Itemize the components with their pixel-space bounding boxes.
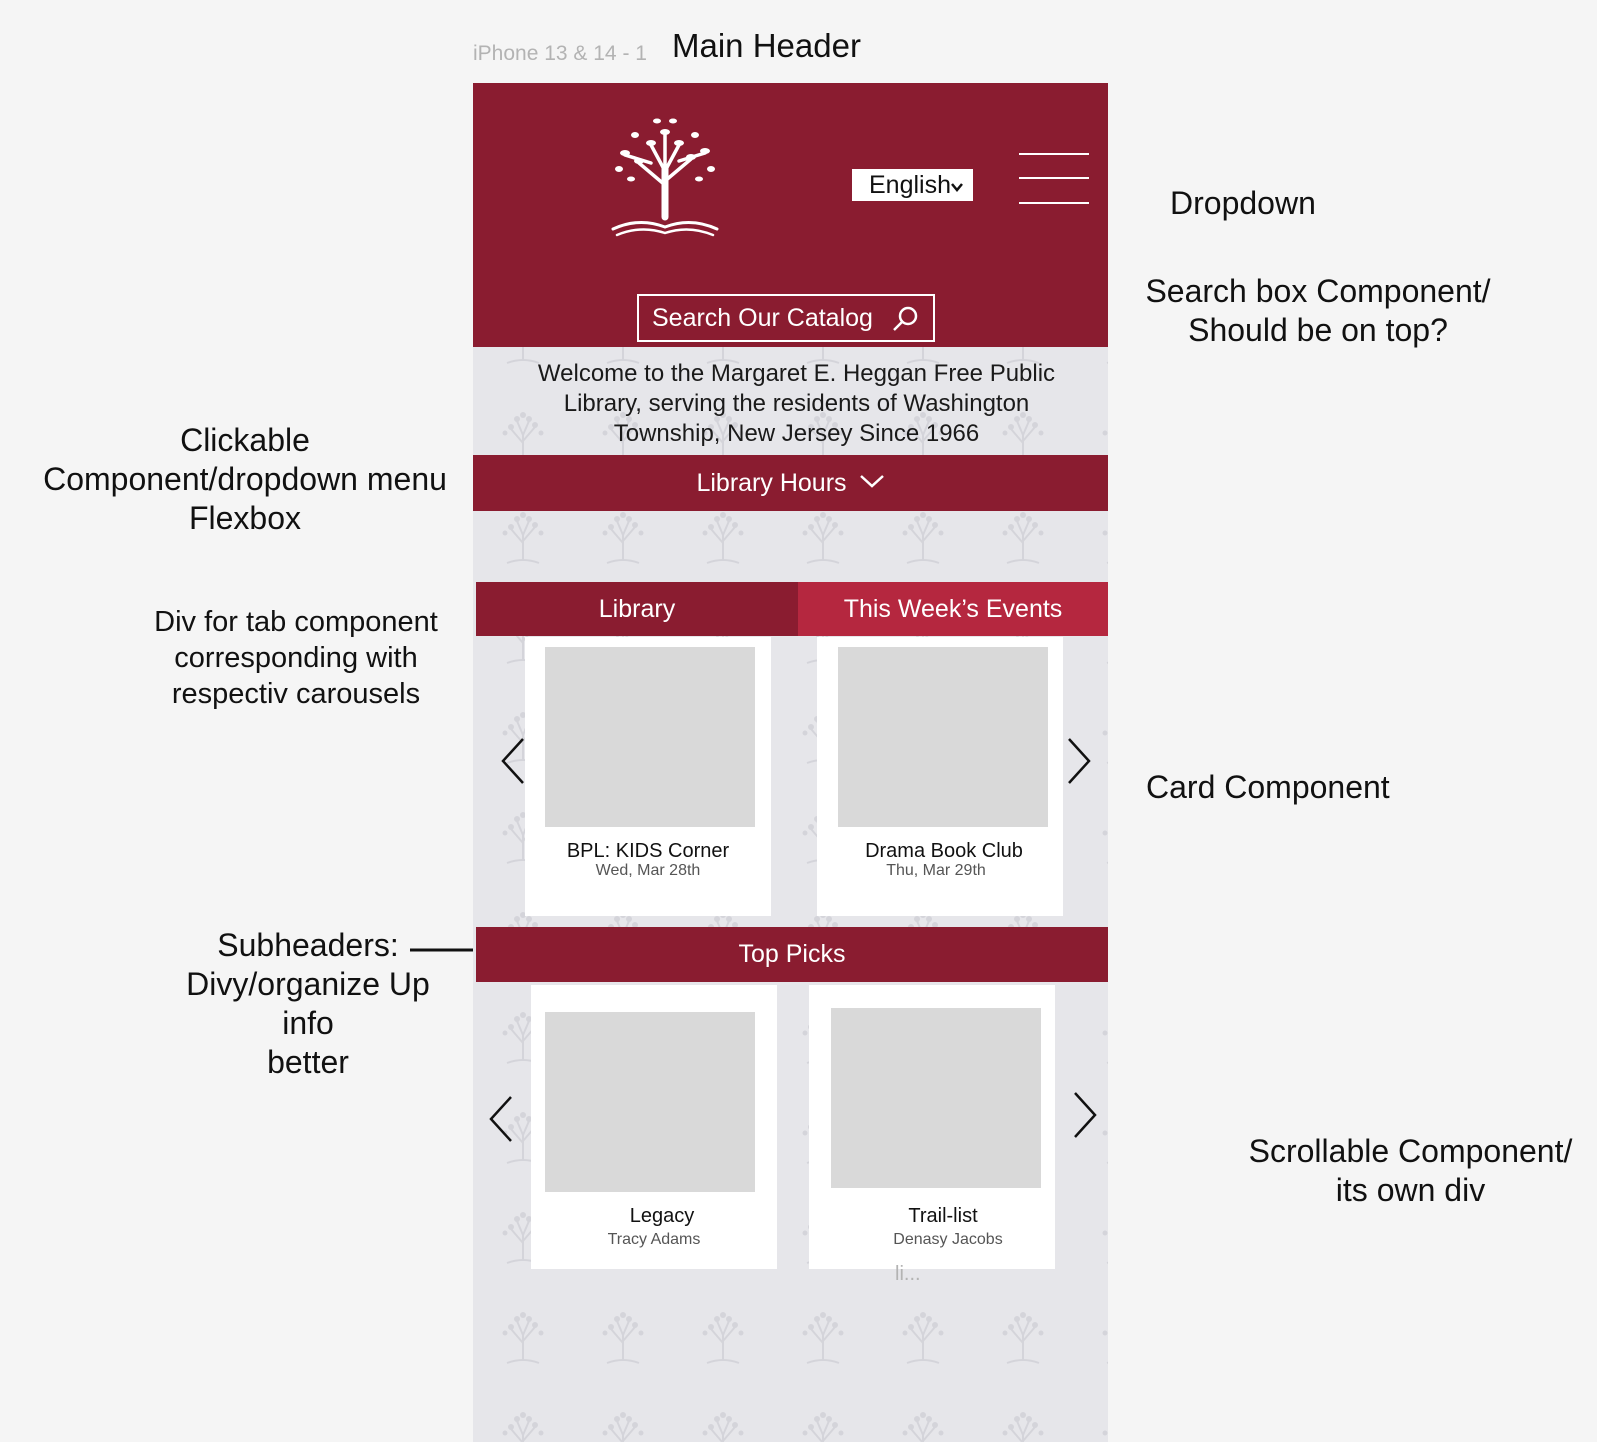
tab-bar: Library This Week’s Events	[476, 582, 1108, 636]
annotation-main-header: Main Header	[672, 27, 861, 64]
chevron-down-icon	[951, 183, 963, 192]
menu-line	[1019, 202, 1089, 204]
book-cover	[831, 1008, 1041, 1188]
search-label: Search Our Catalog	[652, 304, 873, 332]
annotation-search-box: Search box Component/Should be on top?	[1145, 273, 1491, 349]
book-author: Denasy Jacobs	[893, 1231, 1003, 1248]
book-card[interactable]: Trail-list Denasy Jacobs	[809, 985, 1055, 1269]
event-card[interactable]: BPL: KIDS Corner Wed, Mar 28th	[525, 637, 771, 916]
menu-line	[1019, 153, 1089, 155]
tree-book-logo-icon[interactable]	[595, 105, 735, 245]
annotation-dropdown: Dropdown	[1170, 185, 1316, 221]
event-date: Wed, Mar 28th	[595, 862, 701, 879]
welcome-text: Welcome to the Margaret E. Heggan Free P…	[537, 360, 1056, 447]
tab-events[interactable]: This Week’s Events	[798, 582, 1108, 636]
annotation-card-component: Card Component	[1146, 769, 1390, 805]
book-cover	[545, 1012, 755, 1192]
carousel-prev-icon[interactable]	[499, 735, 527, 787]
annotation-scrollable: Scrollable Component/its own div	[1248, 1133, 1573, 1209]
book-author: Tracy Adams	[607, 1231, 701, 1248]
frame-label: iPhone 13 & 14 - 1	[473, 42, 647, 65]
book-title: Trail-list	[908, 1205, 978, 1227]
carousel-prev-icon[interactable]	[487, 1093, 515, 1145]
event-card[interactable]: Drama Book Club Thu, Mar 29th	[817, 637, 1063, 916]
book-title: Legacy	[629, 1205, 695, 1227]
search-icon	[893, 306, 918, 331]
menu-line	[1019, 177, 1089, 179]
language-label: English	[869, 171, 951, 199]
language-dropdown[interactable]: English	[852, 169, 973, 201]
truncated-text: li...	[895, 1263, 921, 1285]
tab-library[interactable]: Library	[476, 582, 798, 636]
carousel-next-icon[interactable]	[1071, 1089, 1099, 1141]
phone-frame: English Search Our Catalog Welcome to th…	[473, 83, 1108, 1442]
carousel-next-icon[interactable]	[1065, 735, 1093, 787]
top-picks-subheader: Top Picks	[476, 927, 1108, 982]
hamburger-menu-icon[interactable]	[1019, 153, 1089, 207]
chevron-down-icon	[859, 475, 884, 489]
event-image	[838, 647, 1048, 827]
event-date: Thu, Mar 29th	[886, 862, 986, 879]
catalog-search-box[interactable]: Search Our Catalog	[637, 294, 935, 342]
event-title: BPL: KIDS Corner	[566, 840, 730, 862]
main-header: English Search Our Catalog	[473, 83, 1108, 347]
event-title: Drama Book Club	[865, 840, 1023, 862]
book-card[interactable]: Legacy Tracy Adams	[531, 985, 777, 1269]
library-hours-dropdown[interactable]: Library Hours	[473, 455, 1108, 511]
library-hours-label: Library Hours	[696, 469, 847, 497]
event-image	[545, 647, 755, 827]
